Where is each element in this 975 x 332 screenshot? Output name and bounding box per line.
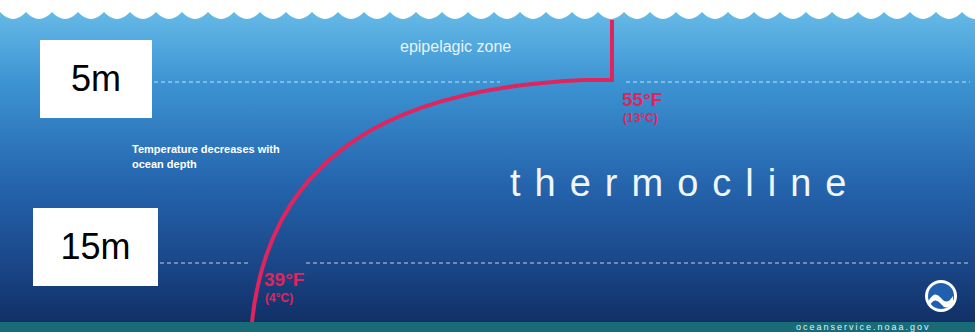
- note-text: Temperature decreases with ocean depth: [132, 142, 282, 172]
- temperature-label: (13°C): [623, 111, 658, 125]
- temperature-label: 39°F: [264, 269, 304, 291]
- depth-value: 5m: [71, 58, 121, 100]
- zone-title: thermocline: [510, 162, 860, 205]
- zone-label: epipelagic zone: [400, 38, 511, 56]
- source-url: oceanservice.noaa.gov: [796, 322, 931, 332]
- depth-value: 15m: [60, 226, 130, 268]
- temperature-label: 55°F: [622, 89, 662, 111]
- temperature-label: (4°C): [265, 291, 293, 305]
- depth-box: 15m: [33, 208, 158, 286]
- depth-box: 5m: [40, 40, 152, 118]
